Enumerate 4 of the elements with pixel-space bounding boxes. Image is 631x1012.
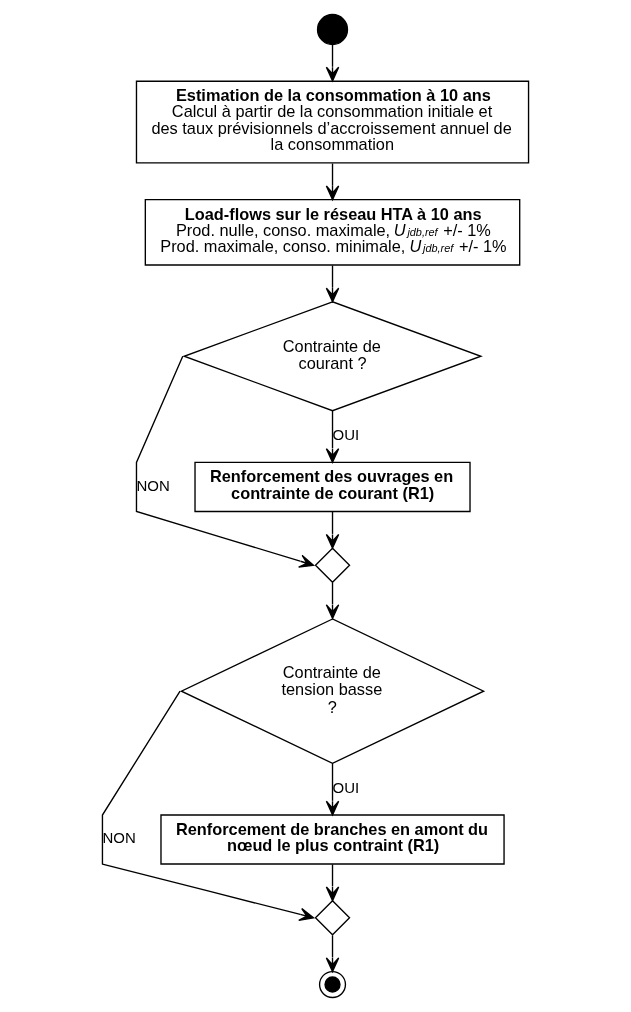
edge-label: OUI bbox=[332, 778, 360, 796]
edge-label: NON bbox=[136, 476, 170, 494]
edge-label: NON bbox=[102, 829, 136, 847]
edge-label: OUI bbox=[332, 426, 360, 444]
